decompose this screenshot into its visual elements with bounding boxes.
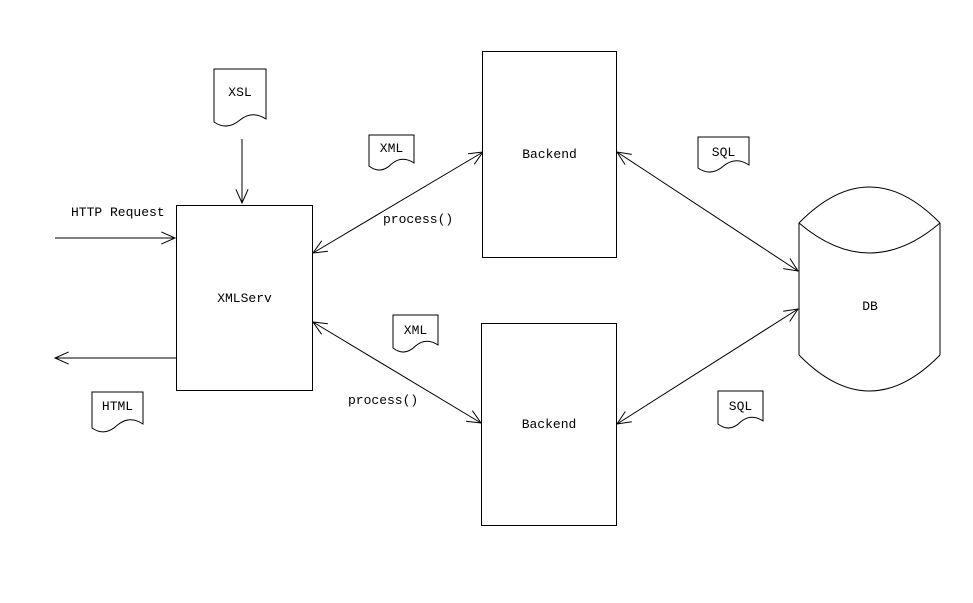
xml-document-top-label: XML	[379, 141, 404, 156]
sql-document-bottom-label: SQL	[728, 399, 753, 414]
html-document-shape	[91, 391, 144, 433]
http-request-label: HTTP Request	[71, 205, 165, 220]
backend-bottom-label: Backend	[521, 417, 577, 432]
xsl-document-label: XSL	[228, 85, 252, 100]
arrow-backend-bottom-db	[615, 308, 800, 425]
xmlserv-label: XMLServ	[217, 290, 272, 306]
backend-top-label: Backend	[522, 147, 577, 162]
db-cylinder-shape	[798, 186, 941, 392]
html-document-label: HTML	[101, 399, 134, 414]
sql-document-top-shape	[697, 136, 750, 173]
process-label-bottom: process()	[348, 393, 419, 408]
backend-top-box: Backend	[482, 51, 617, 258]
arrow-backend-top-db	[615, 151, 800, 272]
xmlserv-box: XMLServ	[176, 205, 313, 391]
arrow-xmlserv-backend-top	[311, 151, 485, 254]
arrow-html-out	[53, 351, 176, 365]
xml-document-top-shape	[368, 134, 415, 171]
sql-document-top-label: SQL	[711, 145, 736, 160]
process-label-top: process()	[383, 212, 454, 227]
db-label: DB	[862, 299, 878, 314]
backend-bottom-box: Backend	[481, 323, 617, 526]
xml-document-bottom-label: XML	[403, 323, 428, 338]
arrow-http-request-in	[55, 231, 177, 245]
sql-document-bottom-shape	[717, 390, 764, 429]
xsl-document-shape	[213, 68, 267, 127]
arrow-xsl-to-xmlserv	[235, 139, 249, 205]
xml-document-bottom-shape	[392, 314, 439, 353]
